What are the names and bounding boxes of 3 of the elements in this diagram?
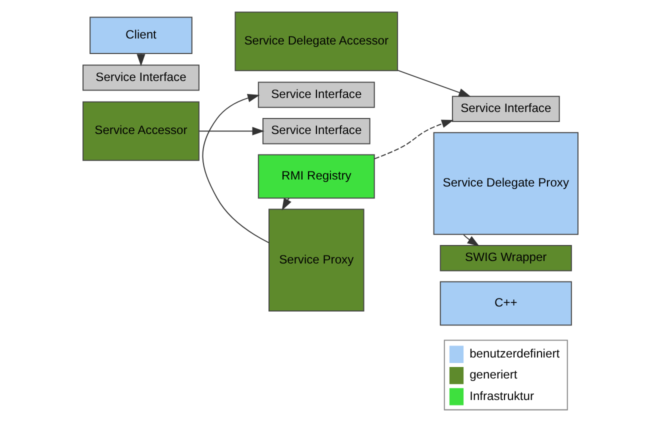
legend-label: Infrastruktur <box>469 388 534 403</box>
legend-label: benutzerdefiniert <box>469 346 560 360</box>
legend-label: generiert <box>469 368 517 382</box>
